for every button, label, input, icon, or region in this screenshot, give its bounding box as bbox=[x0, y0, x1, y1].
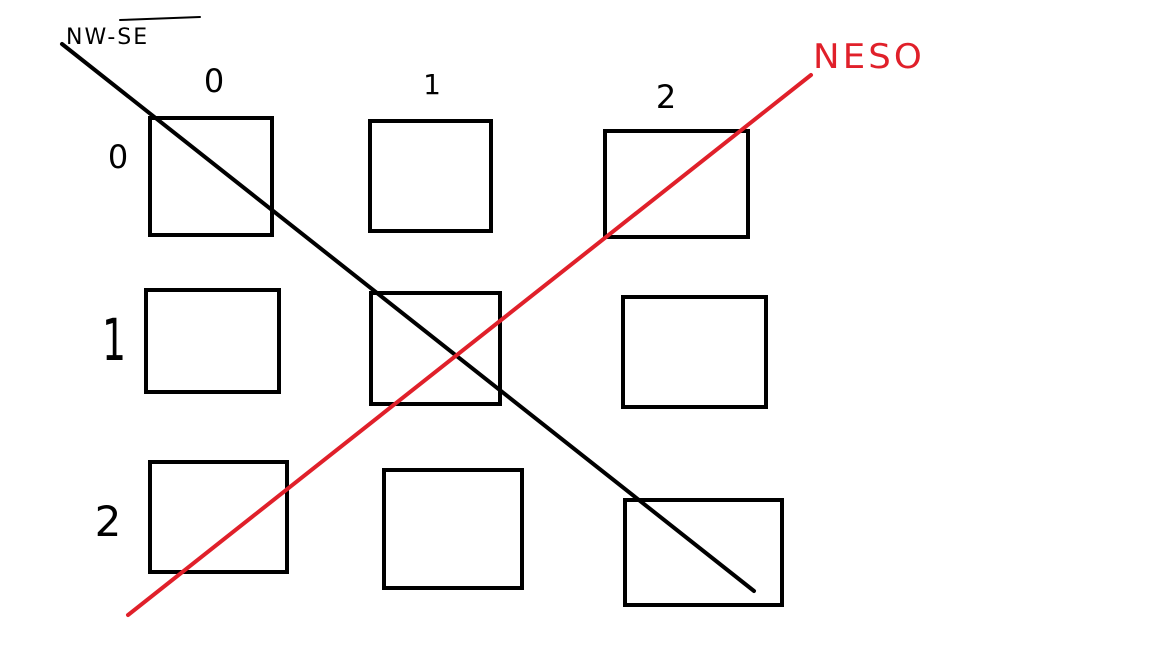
nw-se-diagonal-line bbox=[60, 42, 756, 593]
cell-0-0 bbox=[148, 116, 274, 237]
column-label-1: 1 bbox=[423, 68, 441, 101]
ne-so-diagonal-line bbox=[126, 73, 813, 617]
column-label-2: 2 bbox=[656, 78, 676, 116]
ne-so-label: NESO bbox=[813, 37, 925, 77]
nw-se-underline-stroke bbox=[119, 16, 201, 21]
cell-1-0 bbox=[144, 288, 281, 394]
cell-0-1 bbox=[368, 119, 493, 233]
row-label-1: 1 bbox=[102, 306, 126, 374]
nw-se-label: NW-SE bbox=[66, 25, 149, 50]
cell-2-1 bbox=[382, 468, 524, 590]
column-label-0: 0 bbox=[204, 62, 224, 100]
cell-1-1 bbox=[369, 291, 502, 406]
row-label-0: 0 bbox=[108, 138, 128, 176]
cell-1-2 bbox=[621, 295, 768, 409]
row-label-2: 2 bbox=[95, 497, 122, 546]
cell-2-2 bbox=[623, 498, 784, 607]
cell-0-2 bbox=[603, 129, 750, 239]
cell-grid bbox=[144, 116, 784, 607]
cell-2-0 bbox=[148, 460, 289, 574]
